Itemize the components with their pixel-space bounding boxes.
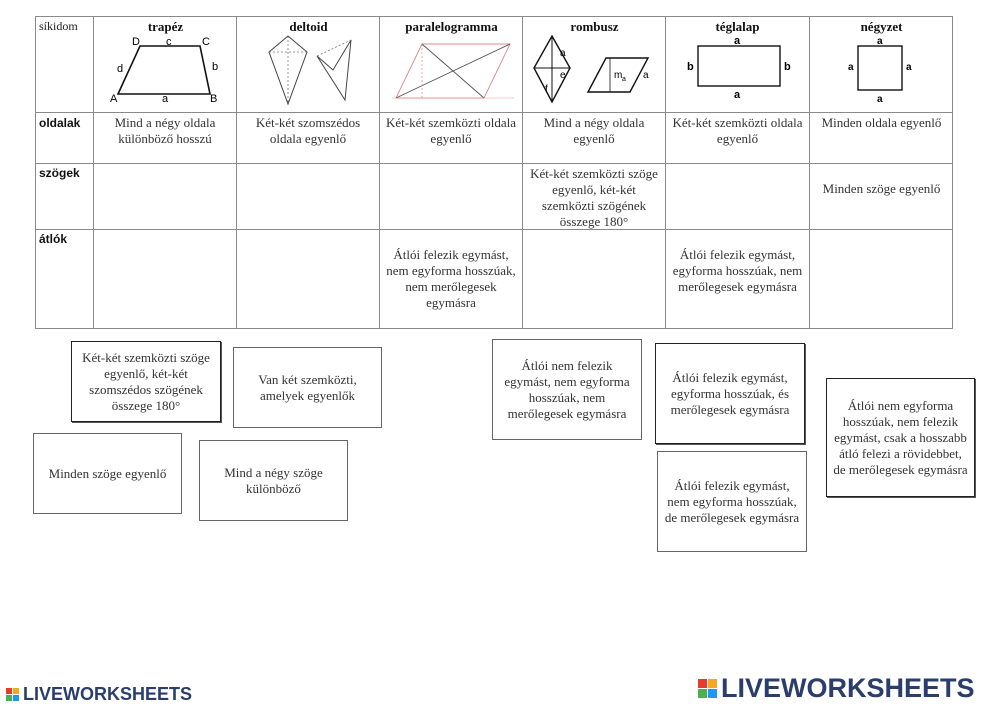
negyzet-figure: a a a a	[848, 36, 912, 105]
rombusz-label-ma-sub: a	[622, 76, 626, 83]
trapez-label-d: d	[117, 63, 123, 75]
cell-oldalak-trapez[interactable]: Mind a négy oldala különböző hosszú	[114, 115, 216, 146]
paralelogramma-figure	[392, 43, 514, 99]
answer-card[interactable]: Van két szemközti, amelyek egyenlők	[233, 347, 382, 428]
deltoid-figure	[268, 35, 352, 106]
negyzet-label-a-bottom: a	[877, 94, 883, 105]
rombusz-figure: a e f m a a	[533, 34, 650, 104]
row-label-oldalak: oldalak	[39, 116, 81, 130]
shape-name-deltoid: deltoid	[289, 19, 328, 34]
logo-text-large: LIVEWORKSHEETS	[721, 673, 975, 703]
teglalap-figure: a b b a	[687, 35, 791, 100]
cell-oldalak-rombusz[interactable]: Mind a négy oldala egyenlő	[543, 115, 645, 146]
cell-oldalak-deltoid[interactable]: Két-két szomszédos oldala egyenlő	[255, 115, 361, 146]
answer-card[interactable]: Átlói nem egyforma hosszúak, nem felezik…	[826, 378, 975, 497]
shape-name-paralelogramma: paralelogramma	[405, 19, 498, 34]
trapez-label-D: D	[132, 36, 140, 48]
liveworksheets-logo-small: LIVEWORKSHEETS	[6, 684, 192, 705]
row-label-atlok: átlók	[39, 232, 68, 246]
cell-oldalak-negyzet[interactable]: Minden oldala egyenlő	[821, 115, 942, 130]
trapez-label-C: C	[202, 36, 210, 48]
row-label-szogek: szögek	[39, 166, 80, 180]
corner-label: síkidom	[39, 19, 78, 33]
trapez-label-c: c	[166, 36, 172, 48]
cell-oldalak-teglalap[interactable]: Két-két szemközti oldala egyenlő	[672, 115, 803, 146]
teglalap-label-b-left: b	[687, 61, 694, 73]
trapez-label-B: B	[210, 93, 217, 104]
rombusz-label-a2: a	[643, 70, 649, 81]
teglalap-label-a-top: a	[734, 35, 741, 47]
cell-oldalak-paralelogramma[interactable]: Két-két szemközti oldala egyenlő	[386, 115, 516, 146]
shape-name-rombusz: rombusz	[570, 19, 619, 34]
negyzet-label-a-left: a	[848, 62, 854, 73]
trapez-figure: D c C d b A a B	[110, 36, 218, 104]
trapez-label-b: b	[212, 61, 218, 73]
answer-card[interactable]: Mind a négy szöge különböző	[199, 440, 348, 521]
answer-card[interactable]: Minden szöge egyenlő	[33, 433, 182, 514]
trapez-label-A: A	[110, 93, 118, 104]
rombusz-label-f: f	[545, 84, 548, 95]
cell-szogek-negyzet[interactable]: Minden szöge egyenlő	[822, 181, 941, 196]
logo-text-small: LIVEWORKSHEETS	[23, 684, 193, 704]
answer-card[interactable]: Átlói nem felezik egymást, nem egyforma …	[492, 339, 642, 440]
answer-card[interactable]: Átlói felezik egymást, egyforma hosszúak…	[655, 343, 805, 444]
cell-atlok-teglalap[interactable]: Átlói felezik egymást, egyforma hosszúak…	[672, 247, 803, 294]
teglalap-label-a-bottom: a	[734, 89, 741, 100]
cell-szogek-rombusz[interactable]: Két-két szemközti szöge egyenlő, két-két…	[530, 166, 658, 229]
negyzet-label-a-top: a	[877, 36, 883, 47]
logo-mark-icon	[698, 679, 717, 698]
shape-name-negyzet: négyzet	[860, 19, 903, 34]
rombusz-label-e: e	[560, 70, 566, 81]
negyzet-label-a-right: a	[906, 62, 912, 73]
logo-mark-icon	[6, 688, 19, 701]
cell-atlok-paralelogramma[interactable]: Átlói felezik egymást, nem egyforma hoss…	[386, 247, 516, 310]
trapez-label-a: a	[162, 93, 169, 104]
rombusz-label-ma: m	[614, 70, 622, 81]
answer-card[interactable]: Két-két szemközti szöge egyenlő, két-két…	[71, 341, 221, 422]
teglalap-label-b-right: b	[784, 61, 791, 73]
shape-name-teglalap: téglalap	[715, 19, 760, 34]
rombusz-label-a: a	[560, 48, 566, 59]
answer-card[interactable]: Átlói felezik egymást, nem egyforma hoss…	[657, 451, 807, 552]
liveworksheets-logo-large: LIVEWORKSHEETS	[698, 673, 975, 704]
shape-name-trapez: trapéz	[147, 19, 184, 34]
